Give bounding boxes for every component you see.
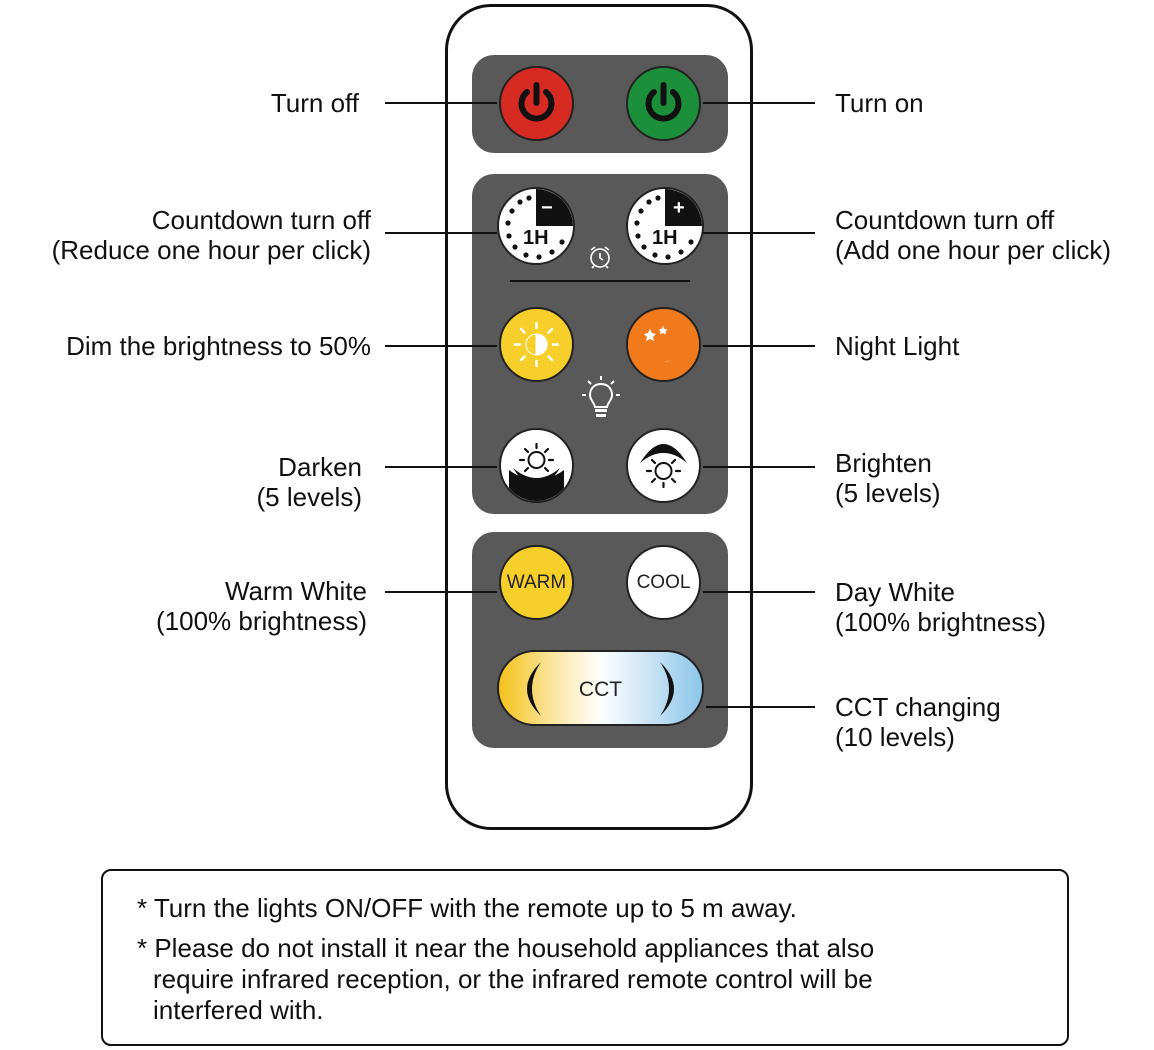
- note-interference-line1: * Please do not install it near the hous…: [137, 933, 875, 963]
- label-text: (5 levels): [256, 482, 362, 512]
- connector-line: [385, 345, 497, 347]
- moon-stars-icon: [644, 326, 682, 362]
- cct-label: CCT: [578, 678, 623, 701]
- warm-white-button[interactable]: WARM: [499, 545, 574, 620]
- label-text: (100% brightness): [156, 606, 367, 636]
- label-night-light: Night Light: [835, 331, 959, 361]
- label-text: Turn off: [270, 88, 359, 118]
- panel-divider: [510, 280, 690, 282]
- label-brighten: Brighten (5 levels): [835, 448, 940, 508]
- label-text: (Add one hour per click): [835, 235, 1112, 265]
- power-off-button[interactable]: [499, 66, 574, 141]
- label-countdown-reduce: Countdown turn off (Reduce one hour per …: [52, 205, 371, 265]
- label-text: Countdown turn off: [151, 205, 371, 235]
- connector-line: [385, 102, 497, 104]
- label-darken: Darken (5 levels): [257, 452, 362, 512]
- timer-dial-icon: [505, 189, 573, 260]
- timer-dial-icon: [634, 189, 702, 260]
- label-text: (5 levels): [835, 478, 941, 508]
- light-bulb-icon: [582, 376, 620, 417]
- label-text: Warm White: [224, 576, 367, 606]
- connector-line: [703, 345, 815, 347]
- label-day-white: Day White (100% brightness): [835, 577, 1046, 637]
- cool-label: COOL: [636, 571, 691, 593]
- connector-line: [706, 706, 815, 708]
- label-turn-off: Turn off: [271, 88, 359, 118]
- timer-plus-button[interactable]: + 1H: [626, 187, 704, 265]
- note-interference-line3: interfered with.: [153, 995, 324, 1025]
- darken-button[interactable]: [499, 428, 574, 503]
- label-cct-changing: CCT changing (10 levels): [835, 692, 1001, 752]
- label-turn-on: Turn on: [835, 88, 924, 118]
- cool-white-button[interactable]: COOL: [626, 545, 701, 620]
- label-text: Dim the brightness to 50%: [66, 331, 371, 361]
- right-crescent-icon: [660, 662, 674, 716]
- half-sun-icon: [513, 321, 560, 368]
- label-text: Darken: [278, 452, 362, 482]
- note-range: * Turn the lights ON/OFF with the remote…: [137, 893, 797, 923]
- timer-minus-button[interactable]: − 1H: [497, 187, 575, 265]
- connector-line: [703, 466, 815, 468]
- connector-line: [703, 232, 815, 234]
- cct-button[interactable]: CCT: [497, 650, 704, 726]
- label-text: (100% brightness): [835, 607, 1046, 637]
- notes-box: * Turn the lights ON/OFF with the remote…: [101, 869, 1069, 1046]
- label-dim: Dim the brightness to 50%: [66, 331, 371, 361]
- timer-plus-sign: +: [673, 197, 685, 219]
- label-text: (10 levels): [835, 722, 955, 752]
- dim-50-button[interactable]: [499, 307, 574, 382]
- connector-line: [703, 591, 815, 593]
- power-icon: [518, 82, 555, 122]
- power-icon: [645, 82, 682, 122]
- power-on-button[interactable]: [626, 66, 701, 141]
- label-text: Turn on: [835, 88, 924, 118]
- alarm-clock-icon: [590, 246, 610, 269]
- label-text: Brighten: [835, 448, 932, 478]
- brighten-button[interactable]: [626, 428, 701, 503]
- warm-label: WARM: [506, 571, 567, 593]
- connector-line: [385, 591, 497, 593]
- timer-minus-label: 1H: [523, 227, 549, 249]
- timer-minus-sign: −: [541, 197, 553, 219]
- label-countdown-add: Countdown turn off (Add one hour per cli…: [835, 205, 1111, 265]
- connector-line: [703, 102, 815, 104]
- left-crescent-icon: [527, 662, 541, 716]
- label-text: Night Light: [835, 331, 960, 361]
- timer-plus-label: 1H: [652, 227, 678, 249]
- night-light-button[interactable]: [626, 307, 701, 382]
- connector-line: [385, 466, 497, 468]
- label-text: CCT changing: [835, 692, 1001, 722]
- darken-icon: [509, 442, 564, 501]
- connector-line: [385, 232, 497, 234]
- label-text: Countdown turn off: [835, 205, 1055, 235]
- label-text: Day White: [835, 577, 955, 607]
- brighten-icon: [640, 444, 687, 489]
- label-warm-white: Warm White (100% brightness): [156, 576, 367, 636]
- note-interference-line2: require infrared reception, or the infra…: [153, 964, 873, 994]
- label-text: (Reduce one hour per click): [51, 235, 371, 265]
